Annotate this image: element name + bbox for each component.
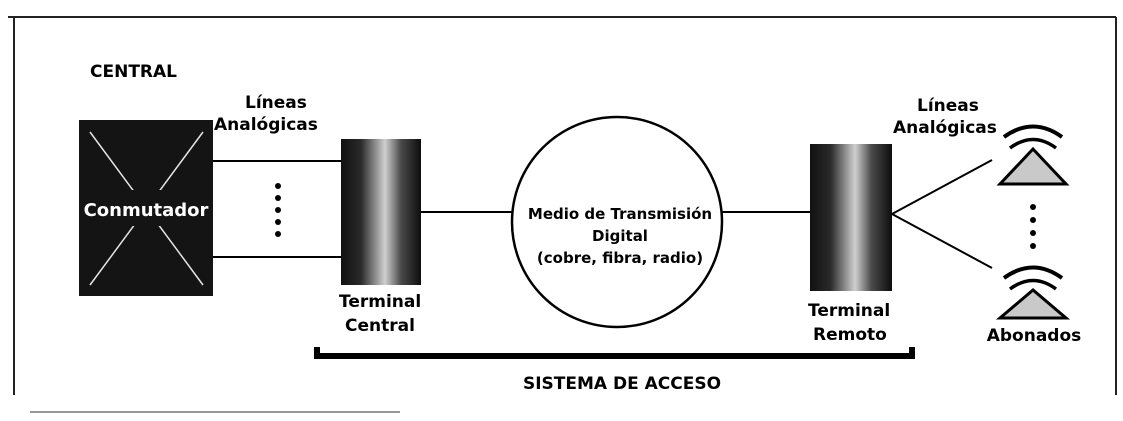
terminal-central-cylinder xyxy=(341,139,421,285)
terminal-remoto-label-2: Remoto xyxy=(813,325,887,345)
right-analog-lines xyxy=(891,159,993,269)
terminal-central-label-2: Central xyxy=(345,316,415,336)
phone-icon xyxy=(995,265,1071,320)
left-analog-lines xyxy=(213,160,341,258)
abonados-label: Abonados xyxy=(987,326,1082,346)
left-ellipsis-dots xyxy=(275,183,281,237)
lineas-right-label-1: Líneas xyxy=(917,96,979,116)
lineas-left-label-2: Analógicas xyxy=(214,115,318,135)
terminal-remoto-label-1: Terminal xyxy=(808,301,890,321)
diagram-frame xyxy=(8,16,1117,413)
lineas-left-label-1: Líneas xyxy=(245,93,307,113)
conmutador-box: Conmutador xyxy=(79,120,213,296)
sistema-acceso-bracket xyxy=(314,347,915,359)
medio-label-1: Medio de Transmisión xyxy=(528,205,712,223)
medio-label-2: Digital xyxy=(592,227,648,245)
medio-transmision-circle xyxy=(510,115,724,329)
central-label: CENTRAL xyxy=(90,62,177,82)
right-ellipsis-dots xyxy=(1030,204,1036,249)
terminal-remoto-cylinder xyxy=(810,144,892,291)
medio-label-3: (cobre, fibra, radio) xyxy=(537,249,703,267)
lineas-right-label-2: Analógicas xyxy=(893,118,997,138)
terminal-central-label-1: Terminal xyxy=(339,292,421,312)
phone-icon xyxy=(996,124,1070,186)
conmutador-label: Conmutador xyxy=(84,200,209,221)
sistema-acceso-label: SISTEMA DE ACCESO xyxy=(523,374,721,394)
